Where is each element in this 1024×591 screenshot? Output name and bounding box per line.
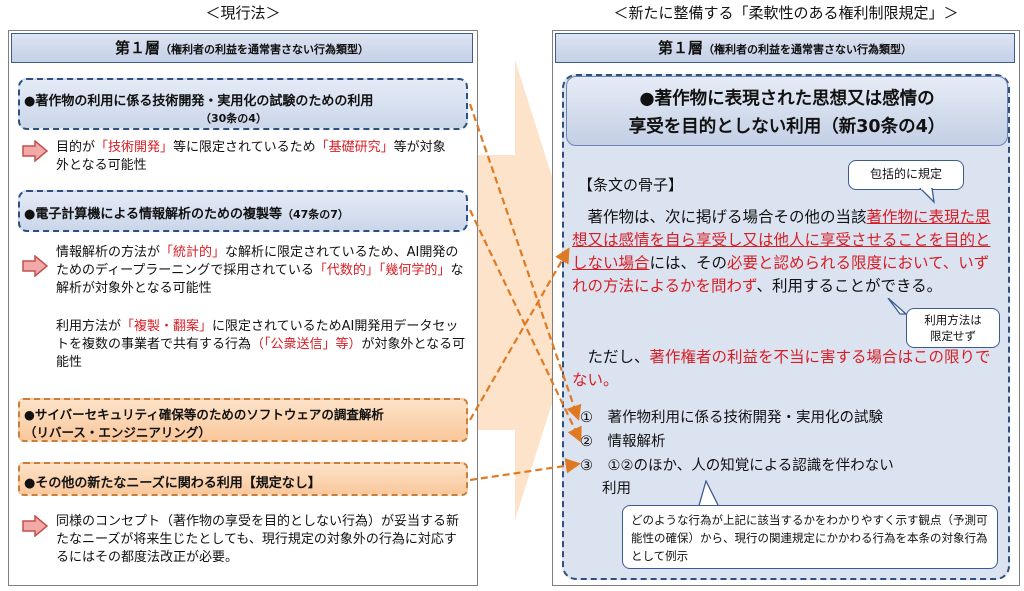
provision-main-segment: 著作物に表現た思想又は感情を自ら享受し又は他人に享受させることを目的としない場合 xyxy=(572,208,991,272)
provision-main-segment: 必要と認められる限度において、いずれの方法によるかを問わず xyxy=(572,254,990,295)
note-info-analysis-usage-segment: 利用方法が xyxy=(56,319,122,334)
right-arrow-icon xyxy=(22,515,48,537)
provision-main-segment: 著作物は、次に掲げる場合その他の当該 xyxy=(572,208,867,226)
note-tech-development-segment: 「技術開発」 xyxy=(95,140,174,155)
item-tech-development-article: （30条の4） xyxy=(200,112,267,125)
right-panel-header: 第１層（権利者の利益を通常害さない行為類型） xyxy=(555,33,1015,63)
item-new-needs: ●その他の新たなニーズに関わる利用【規定なし】 xyxy=(18,462,468,496)
provision-proviso-segment: ただし、 xyxy=(572,348,650,366)
left-header-main: 第１層 xyxy=(114,39,160,57)
provision-proviso-text: ただし、著作権者の利益を不当に害する場合はこの限りでない。 xyxy=(572,346,1002,392)
note-info-analysis-method-segment: 情報解析の方法が xyxy=(56,245,161,260)
left-panel-header: 第１層（権利者の利益を通常害さない行為類型） xyxy=(11,33,473,63)
provision-proviso-segment: 著作権者の利益を不当に害する場合はこの限りでない。 xyxy=(572,348,991,389)
item-cybersecurity-line1: ●サイバーセキュリティ確保等のためのソフトウェアの調査解析 xyxy=(24,407,384,422)
note-info-analysis-method-segment: な解析が対象外となる可能性 xyxy=(56,263,464,296)
item-info-analysis-label: ●電子計算機による情報解析のための複製等（47条の7） xyxy=(24,203,464,222)
note-tech-development: 目的が「技術開発」等に限定されているため「基礎研究」等が対象外となる可能性 xyxy=(56,139,456,175)
item-info-analysis: ●電子計算機による情報解析のための複製等（47条の7） xyxy=(18,190,468,232)
item-info-analysis-article: （47条の7） xyxy=(281,208,349,221)
callout-comprehensive: 包括的に規定 xyxy=(848,160,964,190)
callout-tail-icon xyxy=(919,188,935,204)
note-tech-development-segment: 目的が xyxy=(56,140,96,155)
item-tech-development: ●著作物の利用に係る技術開発・実用化の試験のための利用 （30条の4） xyxy=(18,78,468,130)
list-item-1: ① 著作物利用に係る技術開発・実用化の試験 xyxy=(580,410,883,426)
note-info-analysis-method-segment: な解析に限定されているため、AI開発のためのディープラーニングで採用されている xyxy=(56,245,459,278)
callout-comprehensive-text: 包括的に規定 xyxy=(869,167,942,181)
note-tech-development-segment: 等に限定されているため xyxy=(173,140,316,155)
left-title: ＜現行法＞ xyxy=(205,4,281,22)
callout-method-unlimited: 利用方法は 限定せず xyxy=(906,308,1000,348)
item-new-needs-label: ●その他の新たなニーズに関わる利用【規定なし】 xyxy=(24,476,321,491)
item-info-analysis-text: ●電子計算機による情報解析のための複製等 xyxy=(24,207,282,222)
callout-examples: どのような行為が上記に該当するかをわかりやすく示す観点（予測可能性の確保）から、… xyxy=(622,505,998,569)
list-item-2: ② 情報解析 xyxy=(580,434,666,450)
new-provision-heading: ●著作物に表現された思想又は感情の 享受を目的としない利用（新30条の4） xyxy=(566,76,1008,146)
callout-tail-icon xyxy=(887,298,908,315)
note-new-needs-segment: 同様のコンセプト（著作物の享受を目的としない行為）が妥当する新たなニーズが将来生… xyxy=(56,514,460,565)
right-title: ＜新たに整備する「柔軟性のある権利制限規定」＞ xyxy=(613,4,959,22)
note-info-analysis-usage-segment: に限定されているためAI開発用データセットを複数の事業者で共有する行為 xyxy=(56,319,459,352)
heading-line1: ●著作物に表現された思想又は感情の xyxy=(639,89,935,109)
note-info-analysis-usage: 利用方法が「複製・翻案」に限定されているためAI開発用データセットを複数の事業者… xyxy=(56,318,466,372)
note-tech-development-segment: 「基礎研究」 xyxy=(315,140,394,155)
right-header-main: 第１層 xyxy=(657,39,703,57)
item-cybersecurity-line2: （リバース・エンジニアリング） xyxy=(24,425,211,440)
note-info-analysis-method-segment: 「代数的」「幾何学的」 xyxy=(313,263,451,278)
item-tech-development-label: ●著作物の利用に係る技術開発・実用化の試験のための利用 xyxy=(24,94,374,109)
note-info-analysis-method-segment: 「統計的」 xyxy=(160,245,226,260)
right-arrow-icon xyxy=(22,255,48,277)
note-tech-development-segment: 等が対象外となる可能性 xyxy=(56,140,446,173)
note-new-needs: 同様のコンセプト（著作物の享受を目的としない行為）が妥当する新たなニーズが将来生… xyxy=(56,513,466,567)
list-item-3-continued: 利用 xyxy=(602,481,631,497)
callout-method-line2: 限定せず xyxy=(930,329,976,343)
callout-method-line1: 利用方法は xyxy=(924,313,982,327)
note-info-analysis-method: 情報解析の方法が「統計的」な解析に限定されているため、AI開発のためのディープラ… xyxy=(56,244,466,298)
note-info-analysis-usage-segment: が対象外となる可能性 xyxy=(56,337,466,370)
list-item-3: ③ ①②のほか、人の知覚による認識を伴わない xyxy=(580,458,894,474)
note-info-analysis-usage-segment: 「複製・翻案」 xyxy=(121,319,213,334)
provision-main-segment: には、その xyxy=(649,254,728,272)
provision-main-segment: 、利用することができる。 xyxy=(756,277,943,295)
note-info-analysis-usage-segment: （「公衆送信」等） xyxy=(251,337,362,352)
item-cybersecurity: ●サイバーセキュリティ確保等のためのソフトウェアの調査解析 （リバース・エンジニ… xyxy=(18,398,468,442)
right-header-sub: （権利者の利益を通常害さない行為類型） xyxy=(703,43,912,56)
callout-examples-text: どのような行為が上記に該当するかをわかりやすく示す観点（予測可能性の確保）から、… xyxy=(631,513,988,563)
right-arrow-icon xyxy=(22,140,48,162)
section-label: 【条文の骨子】 xyxy=(578,176,684,194)
provision-main-text: 著作物は、次に掲げる場合その他の当該著作物に表現た思想又は感情を自ら享受し又は他… xyxy=(572,206,1002,298)
left-header-sub: （権利者の利益を通常害さない行為類型） xyxy=(160,43,369,56)
heading-line2: 享受を目的としない利用（新30条の4） xyxy=(628,117,946,137)
